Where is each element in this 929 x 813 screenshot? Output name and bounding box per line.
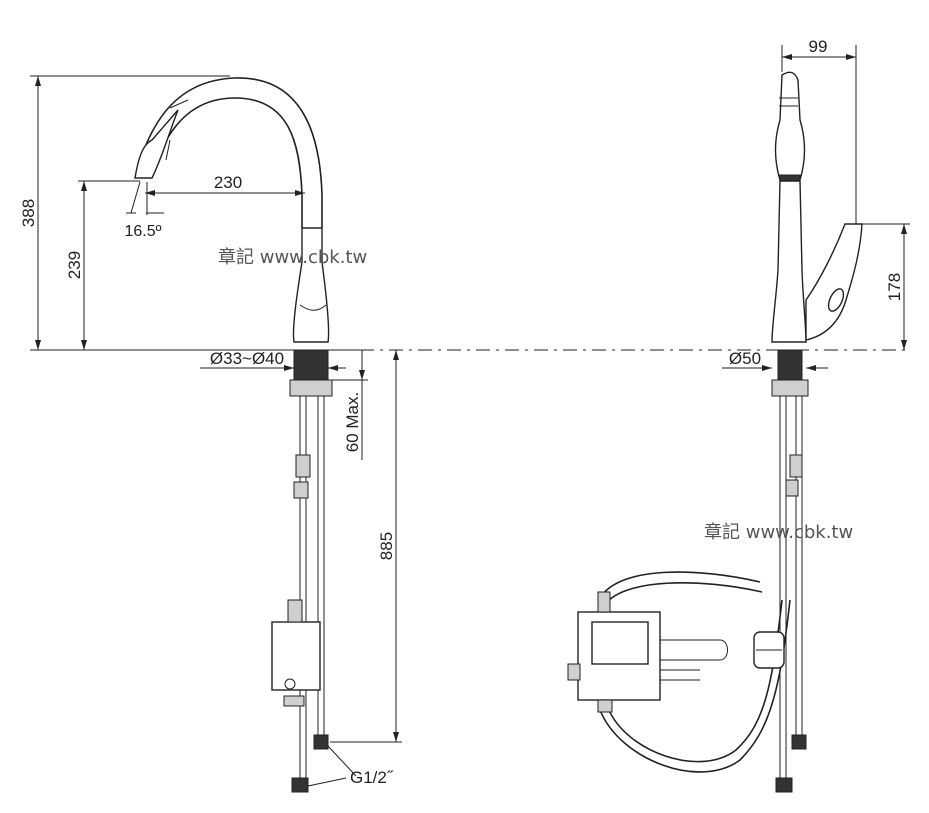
pullout-hose-bottom	[599, 599, 791, 773]
pullout-hose-top	[599, 571, 761, 599]
control-connector	[287, 599, 303, 623]
front-view: 388 239 230 16.5º	[19, 75, 905, 793]
dim-230-label: 230	[214, 173, 242, 192]
arrow-icon	[81, 181, 87, 191]
dim-178-label: 178	[885, 273, 904, 301]
arrow-icon	[284, 365, 294, 371]
control-base	[283, 695, 305, 707]
side-cable	[660, 639, 728, 661]
pullout-hose-bottom-2	[607, 599, 783, 763]
arrow-icon	[901, 340, 907, 350]
angle-leg	[130, 181, 141, 214]
arrow-icon	[328, 365, 338, 371]
side-handle	[805, 223, 863, 341]
watermark: 章記 www.cbk.tw	[218, 247, 367, 268]
side-view: 99 178 Ø50	[567, 37, 910, 793]
connection-label: G1/2˝	[350, 768, 394, 787]
arrow-icon	[81, 340, 87, 350]
arrow-icon	[901, 224, 907, 234]
side-hose-clip	[789, 454, 803, 478]
arrow-icon	[359, 370, 365, 380]
side-shank	[777, 349, 803, 381]
hose-clip	[293, 481, 309, 499]
arrow-icon	[145, 190, 155, 196]
mount-nut	[289, 379, 333, 397]
side-fitting-left	[775, 777, 793, 793]
arrow-icon	[806, 365, 816, 371]
dim-60-label: 60 Max.	[343, 392, 362, 452]
arrow-icon	[846, 54, 856, 60]
side-handle-cap	[827, 288, 845, 312]
side-control-connector	[597, 591, 611, 613]
spray-head	[134, 109, 179, 179]
spray-head-joint	[169, 99, 189, 109]
arrow-icon	[393, 350, 399, 360]
shank	[293, 349, 329, 381]
side-spray-head	[774, 71, 806, 181]
side-hose-clip	[785, 479, 799, 497]
hose-clip	[295, 454, 311, 478]
spout-outer	[134, 77, 323, 228]
control-port	[284, 678, 296, 690]
body-lever	[299, 304, 327, 311]
control-box	[271, 621, 321, 691]
side-control-base	[597, 699, 613, 713]
fitting-right	[313, 734, 329, 750]
spray-button	[165, 139, 171, 161]
arrow-icon	[35, 76, 41, 86]
side-mount-nut	[771, 379, 809, 397]
side-control-panel	[591, 621, 649, 665]
watermark: 章記 www.cbk.tw	[704, 522, 853, 543]
side-cable	[660, 669, 700, 681]
faucet-body	[292, 227, 330, 343]
g12-leader	[327, 745, 357, 777]
side-fitting-right	[791, 734, 807, 750]
dim-hole-label: Ø33~Ø40	[210, 349, 284, 368]
dim-99-label: 99	[809, 37, 828, 56]
arrow-icon	[295, 190, 305, 196]
arrow-icon	[35, 340, 41, 350]
side-head-tip	[779, 174, 801, 182]
arrow-icon	[782, 54, 792, 60]
fitting-left	[291, 777, 309, 793]
dim-388-label: 388	[19, 199, 38, 227]
side-control-port	[567, 663, 581, 681]
arrow-icon	[393, 732, 399, 742]
arrow-icon	[762, 365, 772, 371]
g12-leader	[307, 777, 347, 787]
dim-885-label: 885	[377, 532, 396, 560]
pullout-hose-top-2	[603, 582, 763, 607]
dim-50-label: Ø50	[729, 349, 761, 368]
side-body	[771, 180, 807, 343]
angle-label: 16.5º	[125, 223, 162, 240]
dim-239-label: 239	[65, 251, 84, 279]
